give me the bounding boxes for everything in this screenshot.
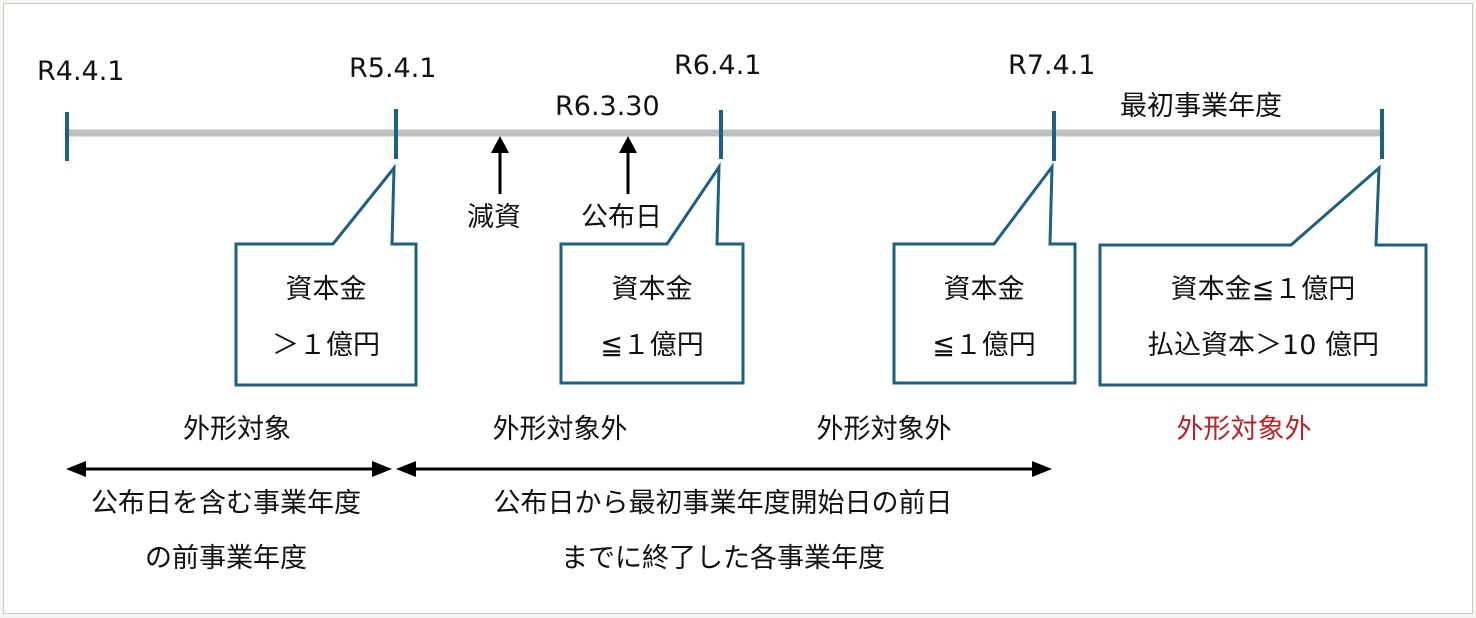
period-2-desc-line2: までに終了した各事業年度 — [561, 543, 885, 574]
date-label-r6-330: R6.3.30 — [555, 91, 660, 122]
bubble-2: 資本金 ≦１億円 — [600, 262, 704, 374]
date-label-r4: R4.4.1 — [37, 56, 125, 87]
capital-reduction-label: 減資 — [467, 202, 521, 233]
bubble-2-shape — [559, 161, 745, 385]
status-label-4: 外形対象外 — [1176, 414, 1312, 445]
period-1-desc-line2: の前事業年度 — [145, 543, 307, 574]
period-2-arrowhead-right — [1032, 461, 1052, 477]
first-fiscal-year-label: 最初事業年度 — [1120, 91, 1282, 122]
bubble-3-line1: 資本金 — [943, 274, 1025, 305]
period-1-arrowhead-right — [372, 461, 392, 477]
bubble-4-line1: 資本金≦１億円 — [1170, 274, 1356, 305]
promulgation-arrowhead — [619, 136, 637, 153]
bubble-4-line2: 払込資本＞10 億円 — [1147, 330, 1379, 361]
bubble-2-line1: 資本金 — [611, 274, 693, 305]
status-label-2: 外形対象外 — [492, 414, 628, 445]
bubble-3-line2: ≦１億円 — [932, 330, 1036, 361]
bubble-1-shape — [234, 163, 418, 387]
period-1-arrowhead-left — [66, 461, 86, 477]
bubble-1-line1: 資本金 — [285, 274, 367, 305]
bubble-4-shape — [1098, 164, 1428, 387]
date-label-r6: R6.4.1 — [674, 50, 762, 81]
bubble-3: 資本金 ≦１億円 — [932, 262, 1036, 374]
status-label-3: 外形対象外 — [816, 414, 952, 445]
bubble-2-line2: ≦１億円 — [600, 330, 704, 361]
status-label-1: 外形対象 — [183, 414, 291, 445]
bubble-1-line2: ＞１億円 — [272, 330, 380, 361]
promulgation-date-label: 公布日 — [581, 202, 662, 233]
period-2-arrowhead-left — [396, 461, 416, 477]
capital-reduction-arrowhead — [491, 136, 509, 153]
bubble-1: 資本金 ＞１億円 — [272, 262, 380, 374]
date-label-r7: R7.4.1 — [1008, 50, 1096, 81]
bubble-4: 資本金≦１億円 払込資本＞10 億円 — [1147, 262, 1379, 374]
date-label-r5: R5.4.1 — [349, 53, 437, 84]
period-1-desc-line1: 公布日を含む事業年度 — [91, 488, 361, 519]
period-2-desc-line1: 公布日から最初事業年度開始日の前日 — [493, 488, 953, 519]
bubble-3-shape — [892, 162, 1077, 385]
